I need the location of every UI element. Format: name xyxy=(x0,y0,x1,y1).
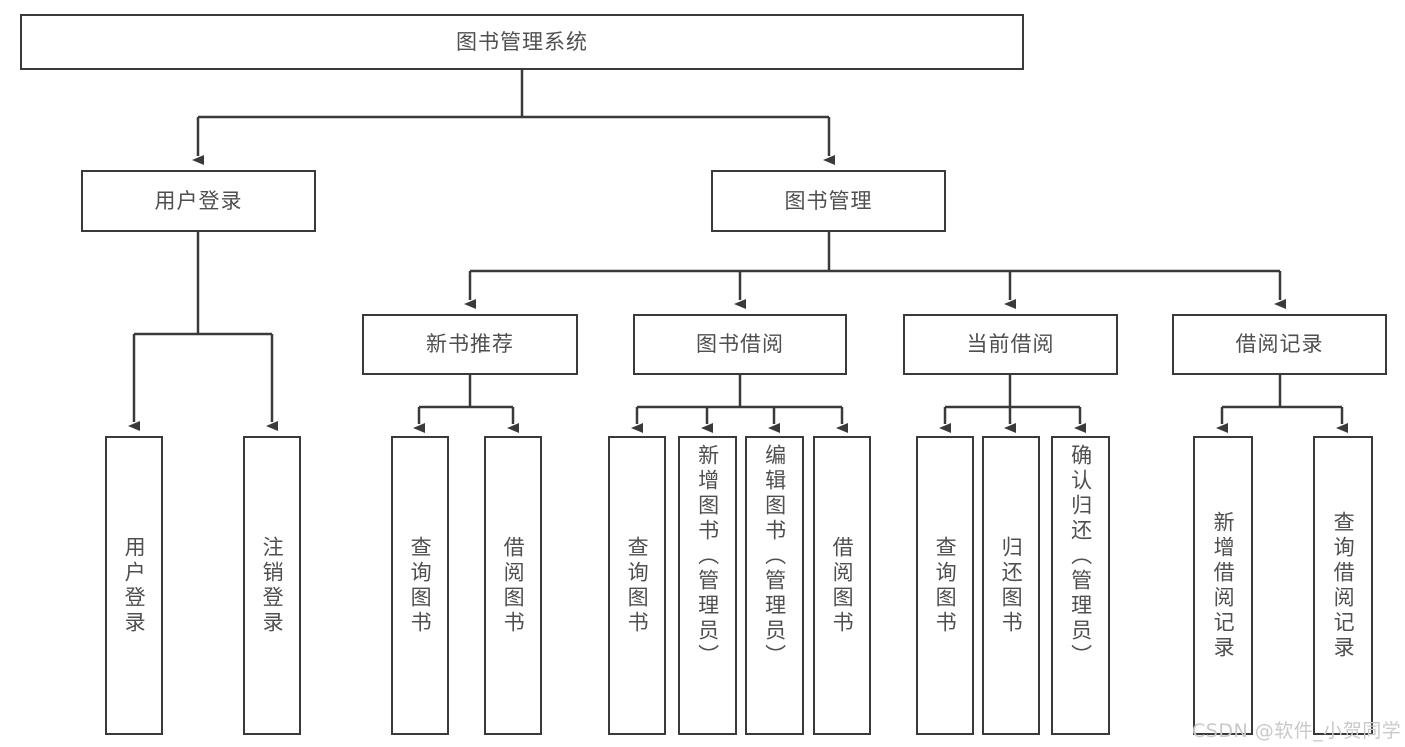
node-root-label: 图书管理系统 xyxy=(456,29,588,54)
node-leaf-add-record[interactable]: 新增借阅记录 xyxy=(1193,436,1253,735)
node-leaf-add-book-label: 新增图书（管理员） xyxy=(695,444,720,669)
node-leaf-user-logout-label: 注销登录 xyxy=(260,535,285,636)
node-leaf-edit-book[interactable]: 编辑图书（管理员） xyxy=(745,436,804,735)
watermark-text: CSDN @软件_小贺同学 xyxy=(1192,720,1402,742)
node-borrow-record-label: 借阅记录 xyxy=(1235,332,1324,357)
node-leaf-return-book[interactable]: 归还图书 xyxy=(982,436,1040,735)
node-leaf-user-login-label: 用户登录 xyxy=(122,535,147,636)
node-book-borrow[interactable]: 图书借阅 xyxy=(633,314,847,375)
node-leaf-borrow-book-1[interactable]: 借阅图书 xyxy=(484,436,542,735)
node-leaf-borrow-book-2[interactable]: 借阅图书 xyxy=(813,436,871,735)
node-leaf-query-record-label: 查询借阅记录 xyxy=(1331,510,1356,661)
node-leaf-query-book-2-label: 查询图书 xyxy=(625,535,650,636)
node-leaf-query-book-1[interactable]: 查询图书 xyxy=(391,436,449,735)
node-book-manage[interactable]: 图书管理 xyxy=(711,170,946,232)
node-leaf-query-book-1-label: 查询图书 xyxy=(408,535,433,636)
node-leaf-confirm-return-label: 确认归还（管理员） xyxy=(1068,444,1093,669)
node-book-manage-label: 图书管理 xyxy=(784,188,873,213)
node-root[interactable]: 图书管理系统 xyxy=(20,14,1024,70)
node-leaf-add-book[interactable]: 新增图书（管理员） xyxy=(678,436,737,735)
node-leaf-return-book-label: 归还图书 xyxy=(999,535,1024,636)
node-user-login[interactable]: 用户登录 xyxy=(81,170,316,232)
node-leaf-user-logout[interactable]: 注销登录 xyxy=(243,436,301,735)
node-current-borrow-label: 当前借阅 xyxy=(966,332,1055,357)
node-borrow-record[interactable]: 借阅记录 xyxy=(1172,314,1387,375)
node-leaf-query-record[interactable]: 查询借阅记录 xyxy=(1313,436,1373,735)
node-leaf-query-book-2[interactable]: 查询图书 xyxy=(608,436,666,735)
node-new-book-rec-label: 新书推荐 xyxy=(426,332,514,357)
node-user-login-label: 用户登录 xyxy=(154,188,243,213)
node-leaf-borrow-book-1-label: 借阅图书 xyxy=(501,535,526,636)
node-leaf-add-record-label: 新增借阅记录 xyxy=(1211,510,1236,661)
node-leaf-query-book-3-label: 查询图书 xyxy=(933,535,958,636)
node-leaf-edit-book-label: 编辑图书（管理员） xyxy=(762,444,787,669)
node-leaf-user-login[interactable]: 用户登录 xyxy=(105,436,163,735)
node-new-book-rec[interactable]: 新书推荐 xyxy=(362,314,578,375)
node-book-borrow-label: 图书借阅 xyxy=(696,332,784,357)
node-leaf-borrow-book-2-label: 借阅图书 xyxy=(830,535,855,636)
node-current-borrow[interactable]: 当前借阅 xyxy=(903,314,1118,375)
node-leaf-query-book-3[interactable]: 查询图书 xyxy=(916,436,974,735)
node-leaf-confirm-return[interactable]: 确认归还（管理员） xyxy=(1051,436,1110,735)
